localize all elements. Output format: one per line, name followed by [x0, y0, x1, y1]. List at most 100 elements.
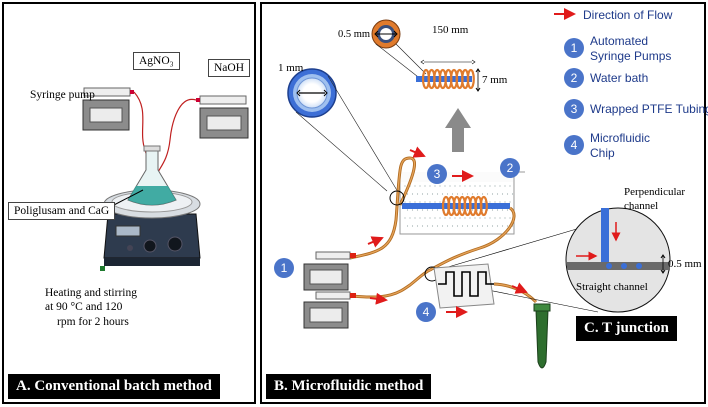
bath-dot — [496, 193, 499, 195]
conditions-line-2: at 90 °C and 120 — [45, 301, 123, 313]
bath-dot — [466, 209, 469, 211]
leader-mixture — [111, 189, 144, 207]
legend-num-1: 1 — [564, 38, 584, 58]
bath-dot — [419, 185, 421, 187]
collection-tube — [533, 303, 551, 369]
bath-dot — [486, 225, 489, 227]
panel-b-caption: B. Microfluidic method — [266, 374, 432, 399]
bath-dot — [481, 193, 484, 195]
bath-dot — [421, 225, 424, 227]
bath-dot — [491, 225, 494, 227]
bath-dot — [411, 225, 414, 227]
bath-dot — [461, 225, 464, 227]
bath-dot — [464, 185, 466, 187]
dim-coil-height: 7 mm — [482, 74, 508, 86]
bath-dot — [461, 209, 464, 211]
bath-dot — [479, 185, 481, 187]
bath-dot — [406, 193, 409, 195]
bath-dot — [474, 217, 476, 219]
tube-naoh — [157, 98, 197, 173]
bath-dot — [446, 193, 449, 195]
perpendicular-channel-label: Perpendicular channel — [624, 186, 686, 212]
zoom-up-arrow — [445, 108, 471, 152]
t-junction-zoom — [565, 207, 671, 313]
bath-dot — [504, 201, 506, 203]
bath-dot — [511, 193, 514, 195]
bath-dot — [469, 185, 471, 187]
bath-dot — [434, 201, 436, 203]
bath-dot — [484, 201, 486, 203]
syringe-pump-left — [82, 87, 134, 131]
bath-dot — [499, 217, 501, 219]
bath-dot — [434, 217, 436, 219]
bath-dot — [449, 217, 451, 219]
reagent-naoh-label: NaOH — [208, 59, 251, 77]
bath-dot — [421, 209, 424, 211]
bath-dot — [424, 217, 426, 219]
bath-dot — [416, 193, 419, 195]
legend-text-2: Water bath — [590, 71, 649, 85]
bath-dot — [426, 193, 429, 195]
bath-dot — [436, 193, 439, 195]
marker-ptfe-tubing: 3 — [427, 164, 447, 184]
bath-dot — [436, 225, 439, 227]
bath-dot — [489, 217, 491, 219]
straight-channel-label: Straight channel — [576, 281, 648, 293]
bath-dot — [444, 217, 446, 219]
bath-dot — [466, 193, 469, 195]
dim-tube-diameter: 1 mm — [278, 62, 304, 74]
syringe-pump-right — [196, 95, 249, 139]
bath-dot — [496, 225, 499, 227]
bath-dot — [404, 185, 406, 187]
bath-dot — [499, 201, 501, 203]
legend-text-4: Microfluidic Chip — [590, 131, 651, 160]
bath-dot — [439, 201, 441, 203]
bath-dot — [506, 209, 509, 211]
bath-dot — [446, 225, 449, 227]
bath-dot — [426, 209, 429, 211]
marker-pumps: 1 — [274, 258, 294, 278]
bath-dot — [424, 185, 426, 187]
bath-dot — [476, 225, 479, 227]
bath-dot — [464, 217, 466, 219]
bath-dot — [471, 225, 474, 227]
bath-dot — [466, 225, 469, 227]
coil-turn — [466, 68, 475, 90]
bath-dot — [489, 201, 491, 203]
bath-dot — [411, 209, 414, 211]
bath-dot — [494, 185, 496, 187]
bath-dot — [491, 193, 494, 195]
legend-num-2: 2 — [564, 68, 584, 88]
bath-dot — [444, 185, 446, 187]
legend-flow-text: Direction of Flow — [583, 8, 673, 22]
bath-dot — [409, 217, 411, 219]
bath-dot — [476, 193, 479, 195]
panel-a-caption: A. Conventional batch method — [8, 374, 220, 399]
bath-dot — [501, 225, 504, 227]
syringe-pump-b2 — [303, 291, 356, 329]
junction-marker-1 — [389, 190, 405, 206]
bath-dot — [456, 193, 459, 195]
legend-num-3: 3 — [564, 99, 584, 119]
bath-dot — [484, 217, 486, 219]
microfluidic-chip — [433, 263, 495, 309]
panel-c-caption: C. T junction — [576, 316, 677, 341]
syringe-pump-b1 — [303, 251, 356, 291]
reagent-agno3-label: AgNO₃ — [133, 52, 180, 70]
bath-dot — [441, 225, 444, 227]
bath-dot — [431, 225, 434, 227]
channel-width-label: 0.5 mm — [668, 258, 702, 270]
bath-dot — [469, 217, 471, 219]
bath-dot — [439, 217, 441, 219]
bath-dot — [416, 225, 419, 227]
legend-text-3: Wrapped PTFE Tubing — [590, 102, 708, 116]
bath-dot — [501, 193, 504, 195]
bath-dot — [414, 185, 416, 187]
bath-dot — [504, 217, 506, 219]
bath-dot — [419, 201, 421, 203]
zoom-lines — [295, 43, 427, 193]
bath-dot — [436, 209, 439, 211]
bath-dot — [419, 217, 421, 219]
bath-dot — [459, 217, 461, 219]
